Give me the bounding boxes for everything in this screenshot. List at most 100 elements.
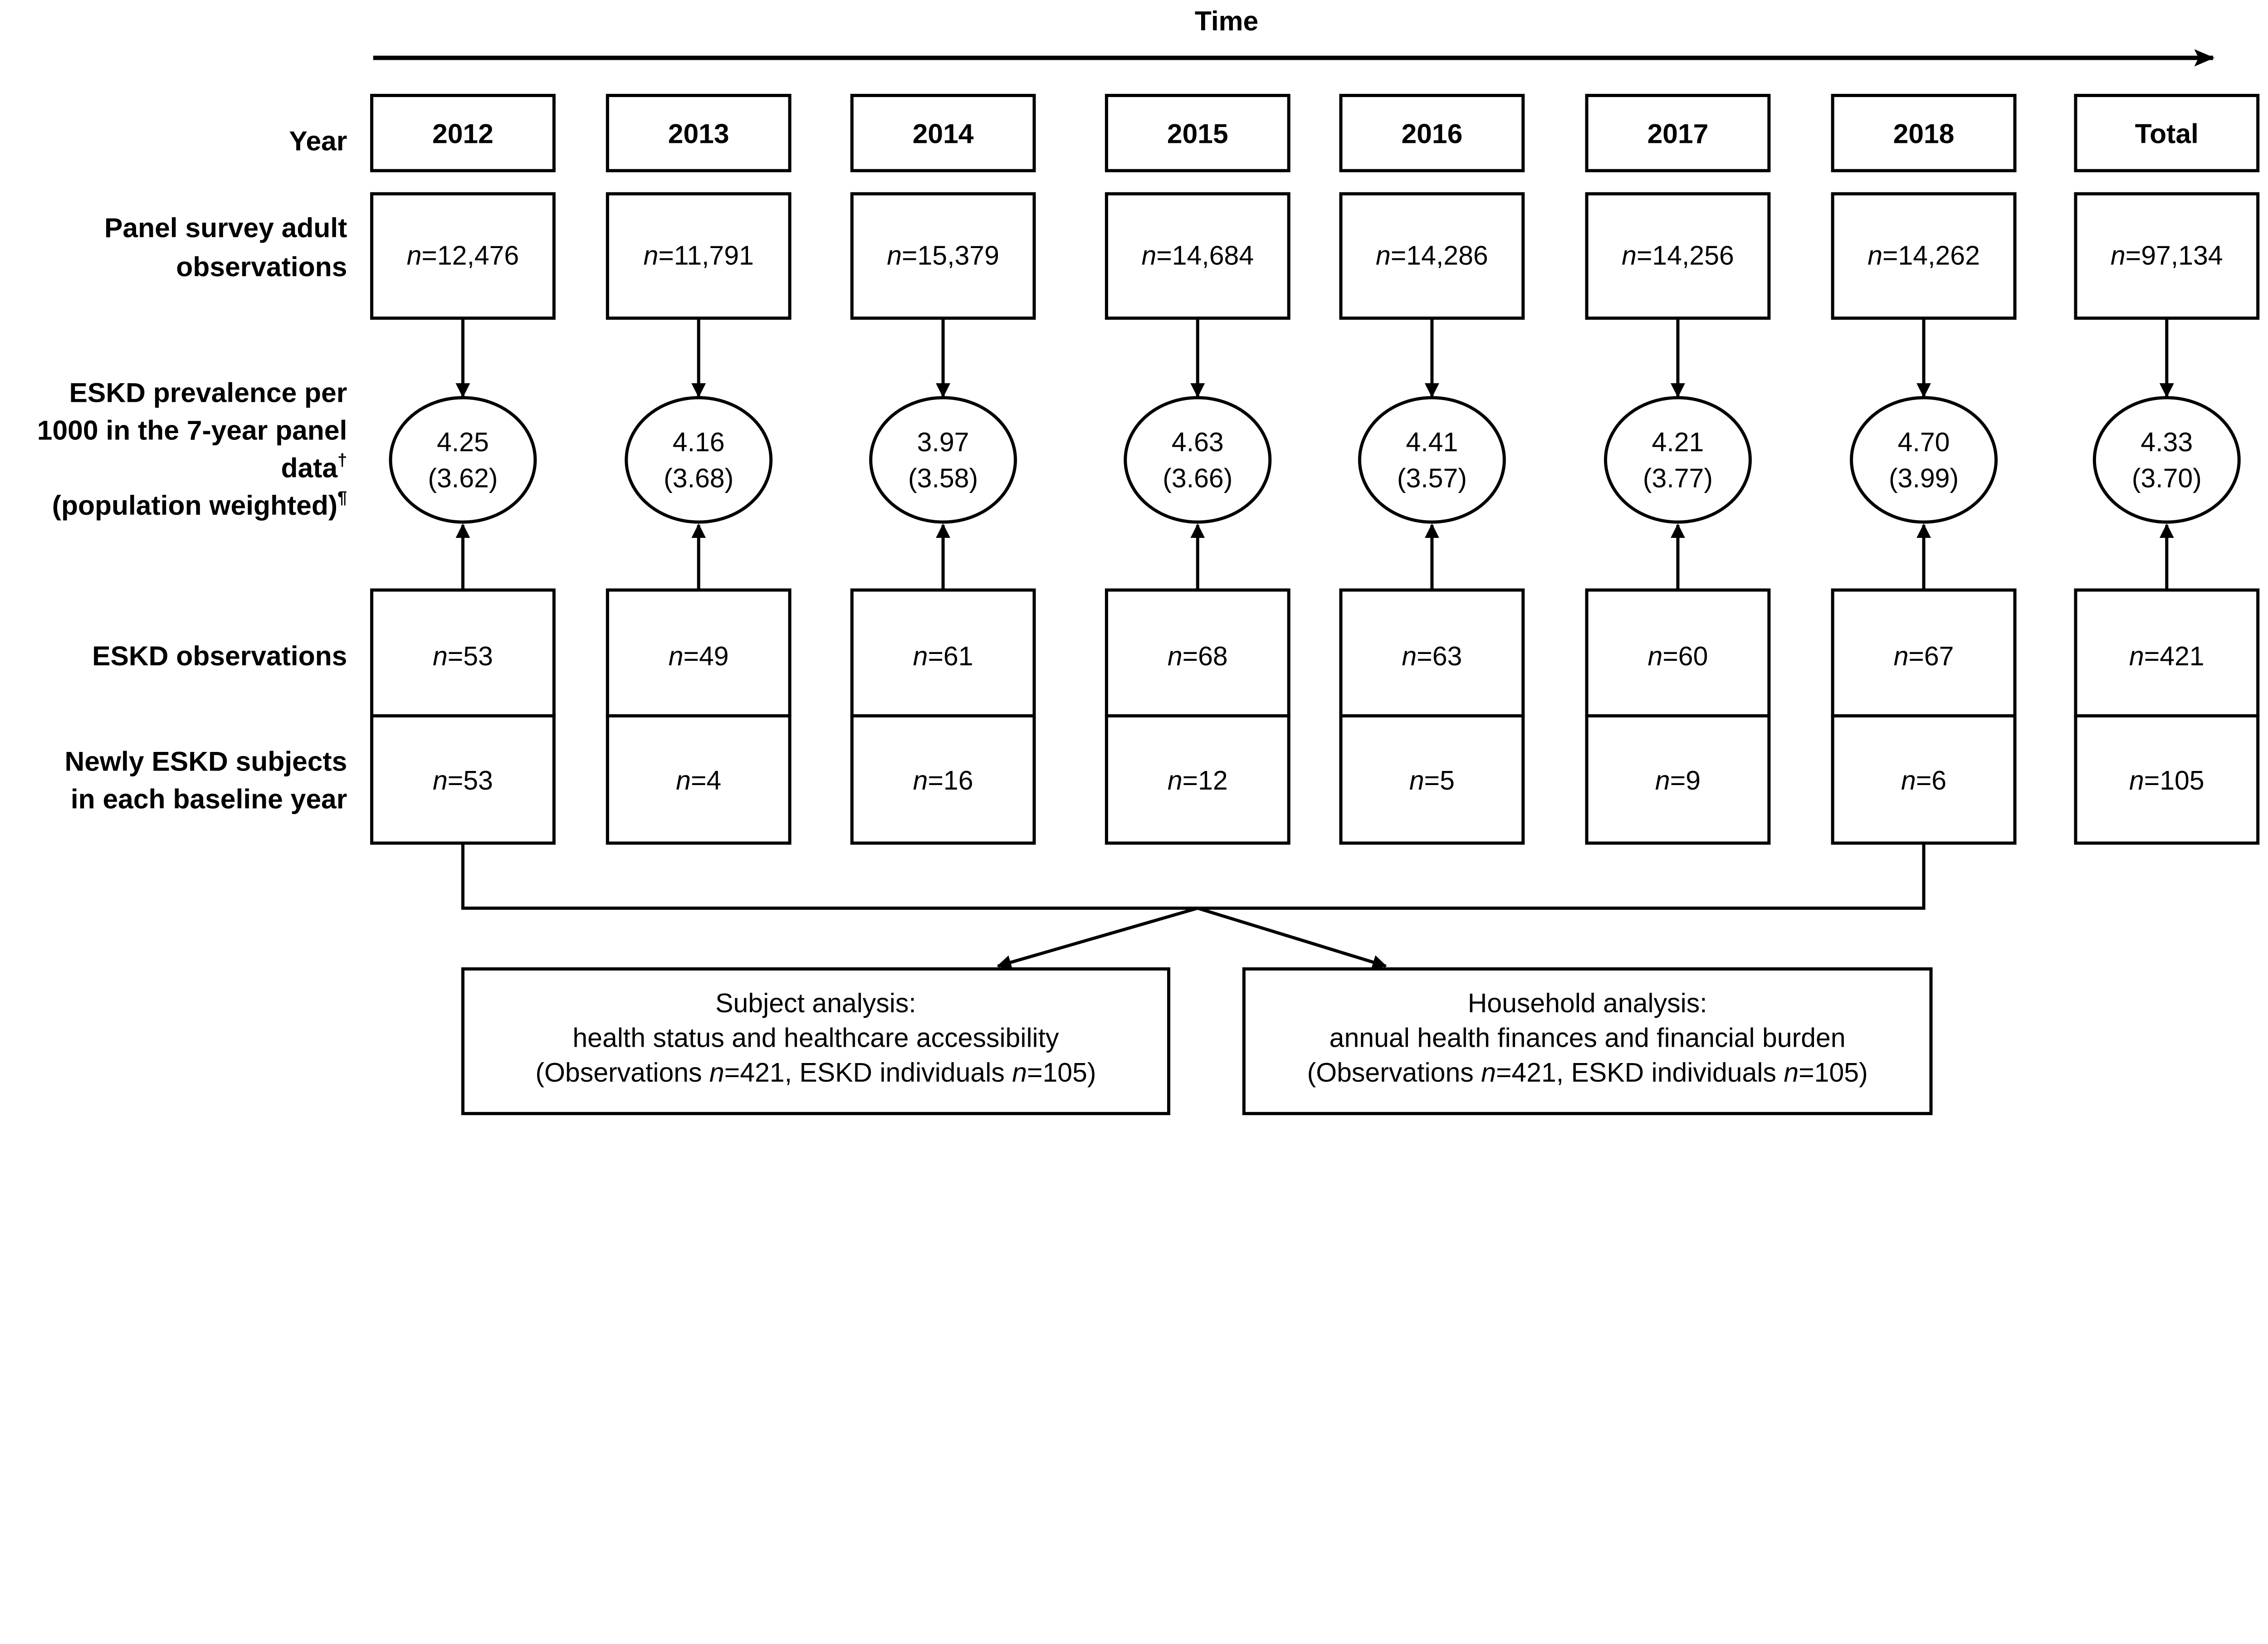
eskd-observations-box <box>1831 588 2017 717</box>
n-symbol: n <box>1867 241 1882 271</box>
row-label-prevalence: ESKD prevalence per <box>69 377 347 408</box>
newly-eskd-subjects: n=9 <box>1655 766 1701 795</box>
n-symbol: n <box>1901 766 1916 795</box>
panel-box <box>1339 192 1525 320</box>
n-value: =49 <box>684 641 729 671</box>
arrow-to-subject-analysis <box>997 907 1198 970</box>
eskd-observations-box <box>850 588 1036 717</box>
n-value: =14,262 <box>1882 241 1980 271</box>
n-value: =16 <box>928 766 973 795</box>
n-value: =12,476 <box>421 241 519 271</box>
prevalence-ellipse <box>389 396 537 524</box>
prevalence-ellipse <box>1358 396 1506 524</box>
prevalence-ellipse <box>869 396 1017 524</box>
n-symbol: n <box>1168 766 1183 795</box>
prevalence-weighted-value: (3.77) <box>1643 463 1713 493</box>
n-symbol: n <box>2129 766 2144 795</box>
row-label-newly-eskd: in each baseline year <box>71 784 347 815</box>
eskd-observations-box <box>370 588 556 717</box>
newly-eskd-box <box>1339 714 1525 845</box>
n-symbol: n <box>1409 766 1424 795</box>
household-analysis-box: Household analysis: annual health finance… <box>1242 967 1933 1115</box>
prevalence-value: 4.63 <box>1172 427 1224 457</box>
row-label-prevalence: 1000 in the 7-year panel <box>37 415 347 445</box>
analysis-title: Household analysis: <box>1468 988 1707 1018</box>
n-symbol: n <box>669 641 684 671</box>
eskd-observations: n=60 <box>1648 641 1708 671</box>
n-value: =67 <box>1908 641 1954 671</box>
subject-analysis-box: Subject analysis:health status and healt… <box>461 967 1171 1115</box>
row-label-newly-eskd: Newly ESKD subjects <box>64 746 347 777</box>
n-symbol: n <box>1141 241 1156 271</box>
newly-eskd-subjects: n=6 <box>1901 766 1946 795</box>
time-label: Time <box>1195 5 1258 36</box>
year-label: 2017 <box>1647 118 1709 149</box>
n-value: =68 <box>1183 641 1228 671</box>
n-symbol: n <box>1894 641 1909 671</box>
row-label-prevalence: (population weighted)¶ <box>52 488 347 521</box>
eskd-observations: n=68 <box>1168 641 1228 671</box>
year-label: Total <box>2135 118 2199 149</box>
prevalence-value: 3.97 <box>917 427 969 457</box>
prevalence-value: 4.33 <box>2141 427 2193 457</box>
newly-eskd-subjects: n=105 <box>2129 766 2204 795</box>
newly-eskd-box <box>606 714 792 845</box>
n-value: =53 <box>448 766 493 795</box>
eskd-observations: n=53 <box>433 641 493 671</box>
prevalence-weighted-value: (3.68) <box>664 463 733 493</box>
eskd-observations: n=421 <box>2129 641 2204 671</box>
n-symbol: n <box>433 766 448 795</box>
prevalence-weighted-value: (3.58) <box>908 463 978 493</box>
prevalence-weighted-value: (3.62) <box>428 463 498 493</box>
n-value: =6 <box>1916 766 1946 795</box>
dagger-mark: † <box>337 450 347 470</box>
newly-eskd-subjects: n=5 <box>1409 766 1455 795</box>
year-label: 2012 <box>432 118 494 149</box>
prevalence-value: 4.25 <box>437 427 489 457</box>
prevalence-ellipse <box>625 396 773 524</box>
newly-eskd-box <box>850 714 1036 845</box>
prevalence-ellipse <box>1604 396 1752 524</box>
newly-eskd-subjects: n=53 <box>433 766 493 795</box>
analysis-subtitle: annual health finances and financial bur… <box>1330 1023 1846 1053</box>
n-symbol: n <box>913 641 928 671</box>
n-symbol: n <box>1648 641 1663 671</box>
row-label-panel: Panel survey adult <box>104 212 347 243</box>
newly-eskd-box <box>1585 714 1771 845</box>
year-box <box>1831 93 2017 172</box>
analysis-box-frame <box>461 967 1171 1115</box>
year-box <box>1585 93 1771 172</box>
year-box <box>850 93 1036 172</box>
year-label: 2015 <box>1167 118 1228 149</box>
n-value: =5 <box>1424 766 1455 795</box>
n-value: =105 <box>2144 766 2204 795</box>
prevalence-weighted-value: (3.66) <box>1163 463 1232 493</box>
prevalence-value: 4.70 <box>1898 427 1950 457</box>
n-value: =11,791 <box>658 241 753 271</box>
n-value: =4 <box>691 766 721 795</box>
pilcrow-mark: ¶ <box>337 488 347 507</box>
n-symbol: n <box>644 241 659 271</box>
n-symbol: n <box>407 241 422 271</box>
year-box <box>606 93 792 172</box>
eskd-observations-box <box>1105 588 1290 717</box>
year-box <box>370 93 556 172</box>
year-label: 2018 <box>1893 118 1955 149</box>
year-label: 2014 <box>913 118 974 149</box>
n-symbol: n <box>1655 766 1670 795</box>
prevalence-value: 4.41 <box>1406 427 1458 457</box>
panel-box <box>370 192 556 320</box>
panel-observations: n=11,791 <box>644 241 754 271</box>
panel-box <box>850 192 1036 320</box>
panel-box <box>2074 192 2260 320</box>
n-value: =15,379 <box>902 241 999 271</box>
panel-observations: n=12,476 <box>407 241 519 271</box>
panel-observations: n=14,286 <box>1376 241 1488 271</box>
